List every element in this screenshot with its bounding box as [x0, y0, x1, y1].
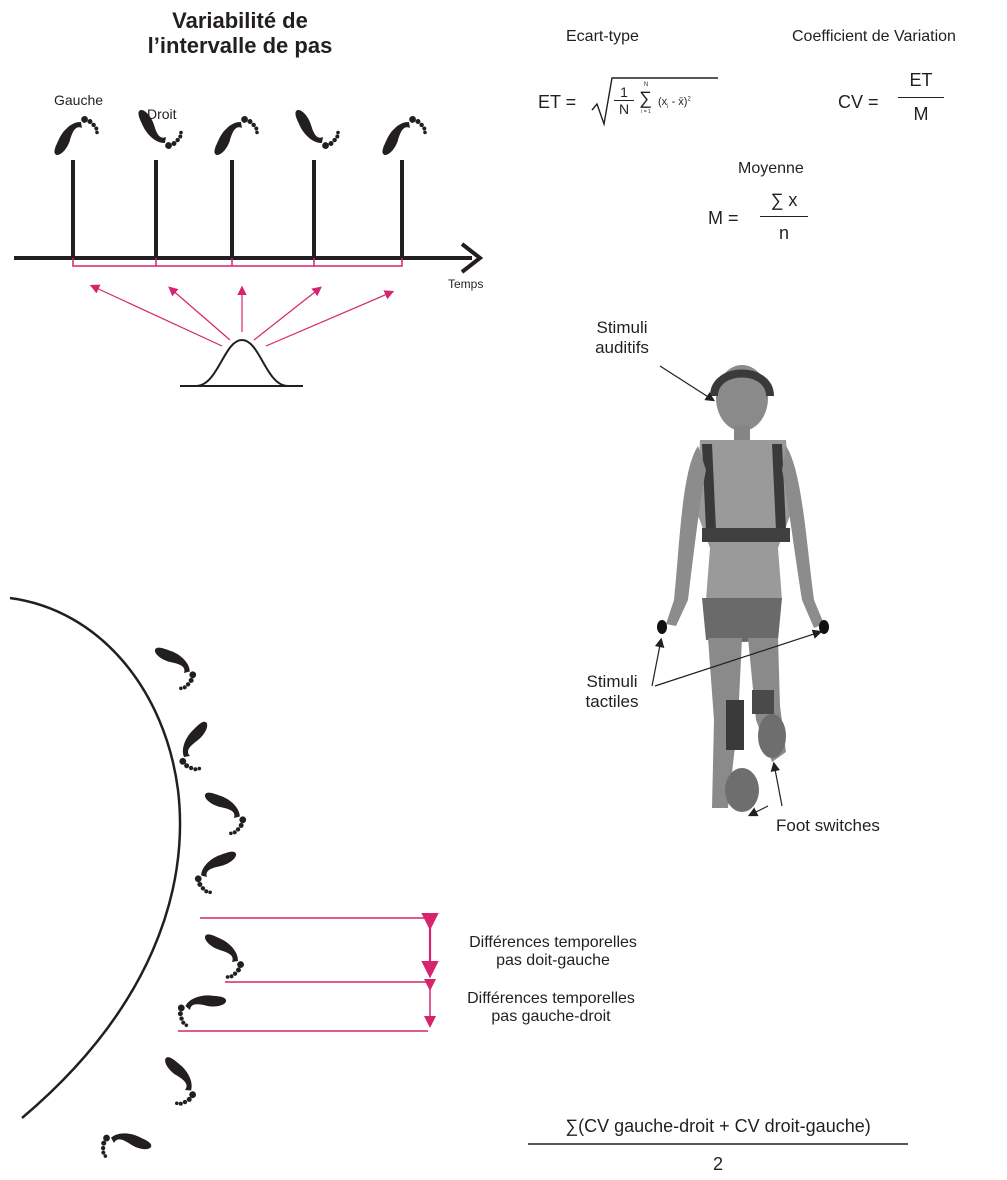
footprint-icon: [170, 978, 228, 1037]
sd-lhs: ET =: [538, 92, 577, 112]
annotation-arrow: [654, 629, 823, 687]
sd-sum-lower: i = 1: [641, 109, 651, 115]
footprint-icon: [290, 109, 343, 152]
label-tactile-stimuli: Stimuli tactiles: [562, 672, 662, 711]
distribution-arrow: [89, 284, 223, 347]
footprint-icon: [204, 929, 247, 982]
person-figure: [657, 365, 829, 812]
label-left-foot: Gauche: [54, 92, 104, 108]
radical-sign: [591, 77, 718, 127]
footprint-icon: [49, 113, 102, 156]
title-line-2: l’intervalle de pas: [147, 33, 333, 59]
footprint-icon: [191, 843, 237, 899]
tactile-line-1: Stimuli: [586, 672, 638, 691]
walking-path-arc: [9, 596, 182, 1119]
sd-numerator: 1: [620, 84, 628, 100]
sd-term-mean: - x̄): [668, 96, 688, 108]
sd-term-open: (x: [658, 96, 668, 108]
diff2-line-1: Différences temporelles: [467, 990, 635, 1007]
annotation-arrow: [747, 805, 769, 817]
cv-denominator: M: [898, 97, 944, 125]
sd-heading: Ecart-type: [566, 28, 639, 45]
time-axis-arrowhead: [460, 242, 484, 274]
footprint-icon: [173, 721, 215, 774]
mean-denominator: n: [760, 216, 808, 244]
mean-numerator: ∑ x: [770, 190, 798, 210]
sd-fraction: 1 N: [614, 84, 634, 117]
cv-fraction: ET M: [898, 70, 944, 125]
tactile-line-2: tactiles: [585, 691, 639, 711]
sd-sigma: ∑: [639, 88, 652, 108]
distribution-arrow: [253, 286, 322, 341]
auditory-line-1: Stimuli: [596, 318, 648, 337]
footprint-icon: [209, 113, 262, 156]
label-foot-switches: Foot switches: [776, 816, 880, 835]
annotation-arrow: [651, 637, 665, 687]
distribution-arrow: [168, 286, 231, 341]
sd-term-sub: i: [667, 104, 669, 111]
axis-label-time: Temps: [448, 277, 484, 291]
label-diff-left-right: Différences temporelles pas gauche-droit: [436, 990, 666, 1027]
label-right-foot: Droit: [147, 106, 177, 122]
footprint-icon: [377, 113, 430, 156]
sd-denominator: N: [614, 100, 634, 117]
mean-heading: Moyenne: [738, 160, 804, 177]
diagram-title: Variabilité de l’intervalle de pas: [90, 8, 390, 59]
cv-numerator: ET: [909, 70, 933, 90]
cv-heading: Coefficient de Variation: [792, 28, 956, 45]
gaussian-curve: [180, 338, 303, 387]
label-auditory-stimuli: Stimuli auditifs: [572, 318, 672, 357]
mean-lhs: M =: [708, 208, 739, 228]
sd-sum-upper: N: [643, 82, 649, 88]
diff1-line-2: pas doit-gauche: [496, 952, 610, 970]
auditory-line-2: auditifs: [595, 337, 649, 357]
label-diff-right-left: Différences temporelles pas doit-gauche: [438, 934, 668, 971]
bottom-formula-denominator: 2: [712, 1154, 723, 1174]
bottom-formula-numerator: ∑(CV gauche-droit + CV droit-gauche): [565, 1116, 871, 1136]
sd-term-square: 2: [687, 96, 691, 103]
diff2-line-2: pas gauche-droit: [491, 1008, 611, 1026]
footprint-icon: [94, 1117, 153, 1171]
cv-lhs: CV =: [838, 92, 879, 112]
mean-fraction: ∑ x n: [760, 190, 808, 244]
footprint-icon: [161, 1056, 200, 1107]
sd-term: (xi - x̄)2: [658, 96, 691, 111]
diff1-line-1: Différences temporelles: [469, 934, 637, 951]
annotation-arrow: [659, 365, 716, 402]
distribution-arrow: [265, 290, 395, 347]
footprint-icon: [154, 639, 200, 695]
interval-bracket: [72, 258, 403, 267]
annotation-arrow: [770, 761, 783, 807]
footprint-icon: [204, 784, 250, 840]
title-line-1: Variabilité de: [172, 8, 308, 33]
